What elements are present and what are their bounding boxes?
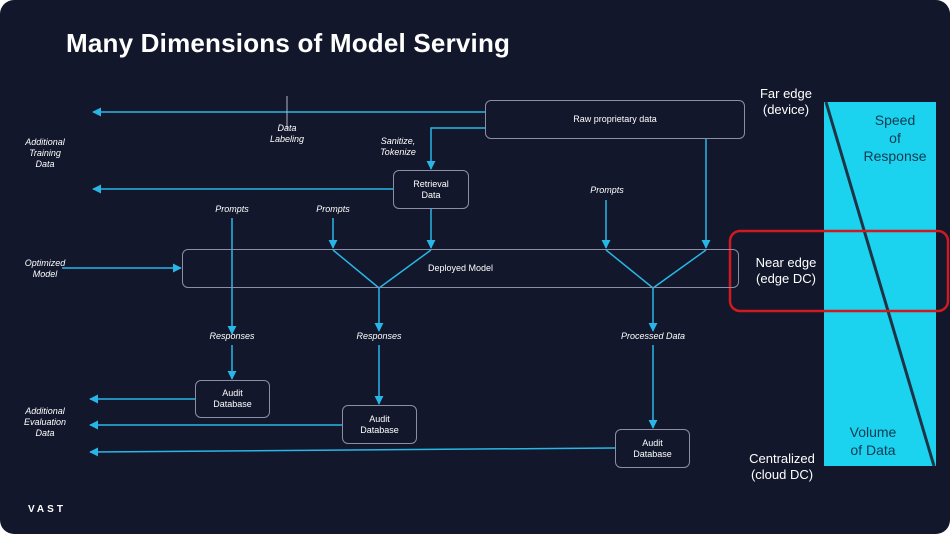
audit-label-2: Database (213, 399, 252, 409)
far-edge-label: Far edge (device) (748, 86, 824, 118)
data-labeling-label: Data Labeling (262, 123, 312, 145)
near-edge-line-1: Near edge (755, 255, 817, 270)
sanitize-line-1: Sanitize, (380, 136, 416, 146)
audit-label-1: Audit (369, 413, 390, 424)
near-edge-line-2: (edge DC) (756, 271, 816, 286)
responses-label-1: Responses (209, 331, 255, 341)
arrow-audit-3-out (89, 447, 616, 457)
prompts-label-2: Prompts (316, 204, 350, 214)
audit-database-box-2: Audit Database (342, 405, 417, 444)
speed-line-2: of (889, 130, 901, 146)
optimized-line-1: Optimized (24, 258, 66, 268)
centralized-line-2: (cloud DC) (750, 467, 814, 482)
centralized-line-1: Centralized (749, 451, 815, 466)
audit-label-1: Audit (222, 388, 243, 398)
audit-database-box-1: Audit Database (195, 380, 270, 418)
evaluation-line-3: Data (35, 428, 55, 438)
vast-logo: VAST (28, 504, 66, 515)
raw-data-label: Raw proprietary data (573, 114, 657, 124)
evaluation-line-1: Additional (25, 406, 65, 416)
prompts-label-3: Prompts (590, 185, 624, 195)
deployed-model-box: Deployed Model (182, 249, 739, 288)
bar-diagonal (824, 101, 936, 467)
speed-of-response-label: Speed of Response (852, 111, 938, 165)
centralized-label: Centralized (cloud DC) (744, 451, 820, 483)
audit-database-box-3: Audit Database (615, 429, 690, 468)
optimized-line-2: Model (32, 269, 58, 279)
raw-data-box: Raw proprietary data (485, 100, 745, 139)
additional-evaluation-data-label: Additional Evaluation Data (16, 406, 74, 439)
prompts-label-1: Prompts (215, 204, 249, 214)
near-edge-label: Near edge (edge DC) (748, 255, 824, 287)
data-labeling-line-2: Labeling (269, 134, 305, 144)
sanitize-tokenize-label: Sanitize, Tokenize (372, 136, 424, 158)
processed-data-label: Processed Data (620, 331, 686, 341)
optimized-model-label: Optimized Model (16, 258, 74, 280)
deployed-model-label: Deployed Model (427, 263, 494, 273)
retrieval-label-1: Retrieval (413, 178, 449, 189)
far-edge-line-2: (device) (762, 102, 810, 117)
volume-of-data-label: Volume of Data (830, 423, 916, 459)
arrow-raw-to-retrieval (426, 127, 485, 170)
audit-label-1: Audit (642, 437, 663, 448)
sanitize-line-2: Tokenize (380, 147, 416, 157)
additional-training-data-label: Additional Training Data (16, 137, 74, 170)
near-edge-highlight (728, 229, 950, 313)
data-labeling-line-1: Data (277, 123, 297, 133)
training-line-3: Data (35, 159, 55, 169)
audit-label-2: Database (633, 448, 672, 459)
volume-line-2: of Data (850, 442, 896, 458)
retrieval-data-box: Retrieval Data (393, 170, 469, 209)
training-line-2: Training (29, 148, 61, 158)
speed-line-1: Speed (874, 112, 916, 128)
speed-line-3: Response (863, 148, 927, 164)
page-title: Many Dimensions of Model Serving (66, 28, 511, 58)
training-line-1: Additional (25, 137, 65, 147)
audit-label-2: Database (360, 424, 399, 435)
far-edge-line-1: Far edge (759, 86, 813, 101)
volume-line-1: Volume (849, 424, 897, 440)
responses-label-2: Responses (356, 331, 402, 341)
retrieval-label-2: Data (421, 189, 441, 200)
evaluation-line-2: Evaluation (23, 417, 67, 427)
